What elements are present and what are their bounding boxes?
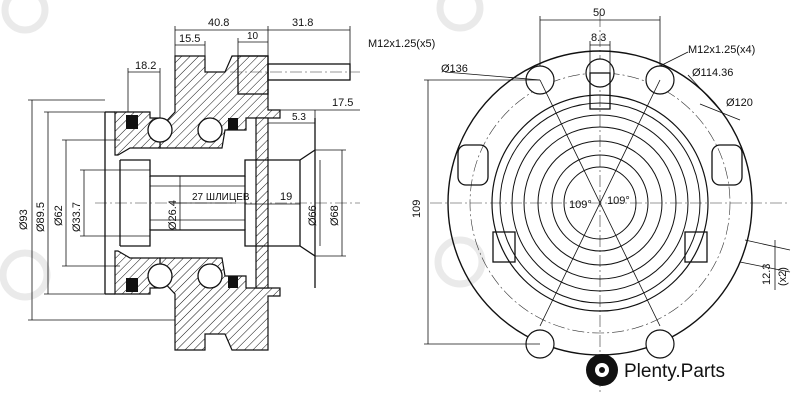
angle-label-2: 109° [607,195,630,207]
hub-ring [563,166,637,240]
thread-label-section: M12x1.25(x5) [368,38,435,50]
notch [492,231,516,263]
mounting-boss [457,144,489,186]
dim-12-3: 12.3 [761,264,773,285]
thread-label-front: M12x1.25(x4) [688,44,755,56]
dim-5-3: 5.3 [292,112,306,123]
hub-ring [537,140,663,266]
hub-ring [551,154,649,252]
bearing-ball [197,263,223,289]
brand-name: Plenty.Parts [624,361,725,382]
hub-ring [499,102,701,304]
hub-ring [491,94,709,312]
stud-hole [645,329,675,359]
bearing-ball [197,117,223,143]
seal [228,276,238,288]
bolt-pitch-circle [469,72,731,334]
dia-114-36: Ø114.36 [692,67,733,79]
hub-ring [511,114,689,292]
dia-93: Ø93 [18,209,30,230]
dim-15-5: 15.5 [179,33,200,45]
front-view: 50 8.3 M12x1.25(x4) Ø136 Ø114.36 Ø120 10… [411,7,791,395]
dim-10: 10 [247,31,259,42]
dim-17-5: 17.5 [332,97,353,109]
dim-31-8: 31.8 [292,17,313,29]
angle-label-1: 109° [569,199,592,211]
dia-66: Ø66 [307,205,319,226]
dim-18-2: 18.2 [135,60,156,72]
seal [228,118,238,130]
dim-8-3: 8.3 [591,32,606,44]
dim-40-8: 40.8 [208,17,229,29]
hub-face-section [255,117,269,289]
dia-33-7: Ø33.7 [71,202,83,232]
dia-136: Ø136 [441,63,468,75]
dim-x2: (x2) [777,267,789,286]
dia-89-5: Ø89.5 [35,202,47,232]
watermark-logo-icon [434,236,486,288]
watermark-logo-icon [436,0,484,32]
section-view: 40.8 31.8 15.5 10 M12x1.25(x5) 18.2 17.5… [18,17,435,351]
hub-ring [523,126,677,280]
bearing-ball [147,117,173,143]
bearing-ball [147,263,173,289]
mounting-boss [711,144,743,186]
dia-120: Ø120 [726,97,753,109]
seal [126,278,138,292]
dia-26-4: Ø26.4 [167,200,179,230]
background-watermarks [0,0,486,301]
notch [684,231,708,263]
seal [126,115,138,129]
dim-50: 50 [593,7,605,19]
watermark-logo-icon [0,249,51,301]
brand-watermark: Plenty.Parts [586,354,725,386]
dim-109: 109 [411,200,423,218]
slot [589,72,611,110]
dim-19: 19 [280,191,292,203]
splines-label: 27 ШЛИЦЕВ [192,192,250,203]
dia-68: Ø68 [329,205,341,226]
watermark-logo-icon [1,0,49,34]
dia-62: Ø62 [53,205,65,226]
